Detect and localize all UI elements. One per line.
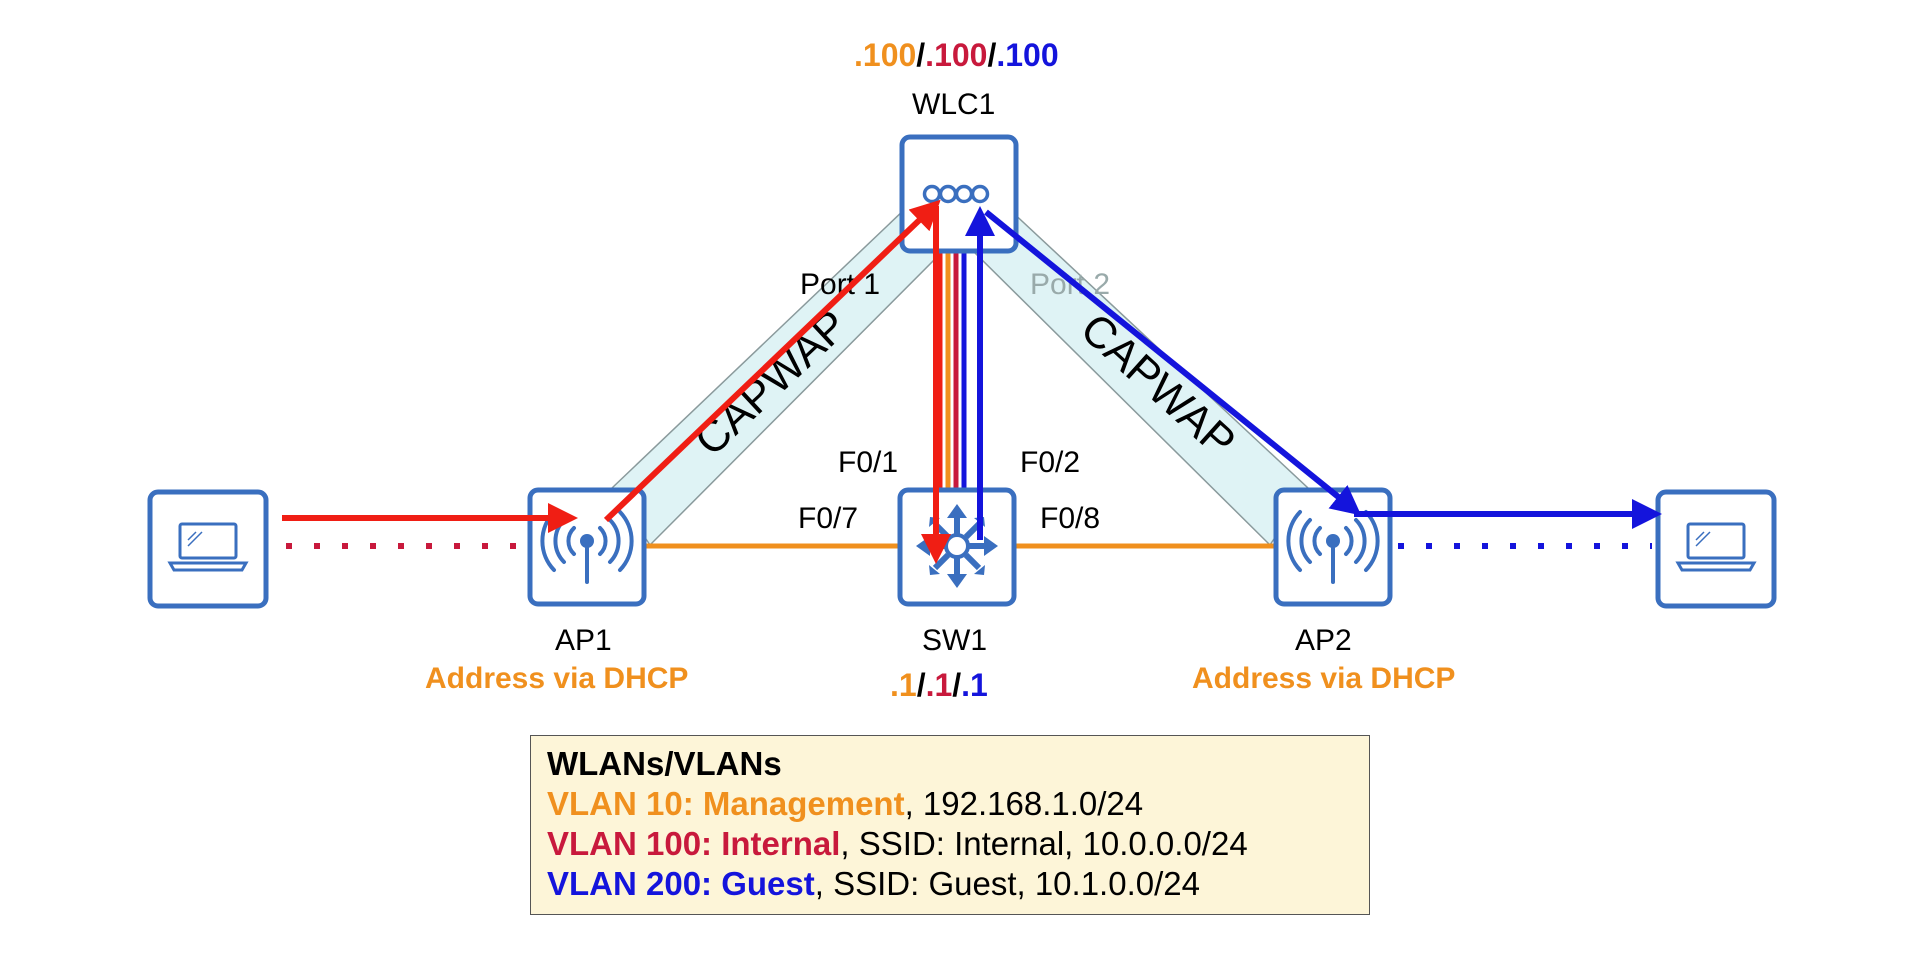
- legend-vlan-details: , 192.168.1.0/24: [904, 785, 1144, 822]
- vlan-legend: WLANs/VLANs VLAN 10: Management, 192.168…: [530, 735, 1370, 915]
- capwap-right-label: CAPWAP: [1071, 304, 1244, 467]
- capwap-left-label: CAPWAP: [685, 301, 857, 466]
- wireless-controller-icon: [922, 184, 990, 204]
- trunk-wlc1-sw1: [937, 252, 967, 490]
- guest-traffic-path: [965, 206, 1662, 540]
- laptop-right[interactable]: [1655, 489, 1777, 609]
- wlc1-device[interactable]: [899, 134, 1019, 254]
- port2-label: Port 2: [1030, 268, 1110, 301]
- wlc1-name: WLC1: [912, 88, 995, 121]
- sw1-name: SW1: [922, 624, 987, 657]
- ap1-device[interactable]: [527, 487, 647, 607]
- laptop-left[interactable]: [147, 489, 269, 609]
- f07-label: F0/7: [798, 502, 858, 535]
- f02-label: F0/2: [1020, 446, 1080, 479]
- wlc1-ip: .100/.100/.100: [854, 37, 1059, 73]
- f08-label: F0/8: [1040, 502, 1100, 535]
- laptop-icon: [1675, 522, 1757, 572]
- legend-vlan-label: VLAN 10: Management: [547, 785, 905, 822]
- legend-row-internal: VLAN 100: Internal, SSID: Internal, 10.0…: [547, 824, 1353, 864]
- legend-vlan-details: , SSID: Internal, 10.0.0.0/24: [840, 825, 1248, 862]
- legend-row-management: VLAN 10: Management, 192.168.1.0/24: [547, 784, 1353, 824]
- sw1-device[interactable]: [897, 487, 1017, 607]
- ap1-addr: Address via DHCP: [425, 662, 688, 695]
- legend-row-guest: VLAN 200: Guest, SSID: Guest, 10.1.0.0/2…: [547, 864, 1353, 904]
- sw1-ip: .1/.1/.1: [890, 667, 988, 703]
- internal-traffic-path: [282, 199, 951, 564]
- legend-vlan-details: , SSID: Guest, 10.1.0.0/24: [814, 865, 1200, 902]
- access-point-icon: [1286, 510, 1380, 584]
- ap2-device[interactable]: [1273, 487, 1393, 607]
- legend-title: WLANs/VLANs: [547, 745, 782, 782]
- legend-vlan-label: VLAN 100: Internal: [547, 825, 841, 862]
- f01-label: F0/1: [838, 446, 898, 479]
- legend-vlan-label: VLAN 200: Guest: [547, 865, 815, 902]
- ap2-addr: Address via DHCP: [1192, 662, 1455, 695]
- laptop-icon: [167, 522, 249, 572]
- ap1-name: AP1: [555, 624, 612, 657]
- ap2-name: AP2: [1295, 624, 1352, 657]
